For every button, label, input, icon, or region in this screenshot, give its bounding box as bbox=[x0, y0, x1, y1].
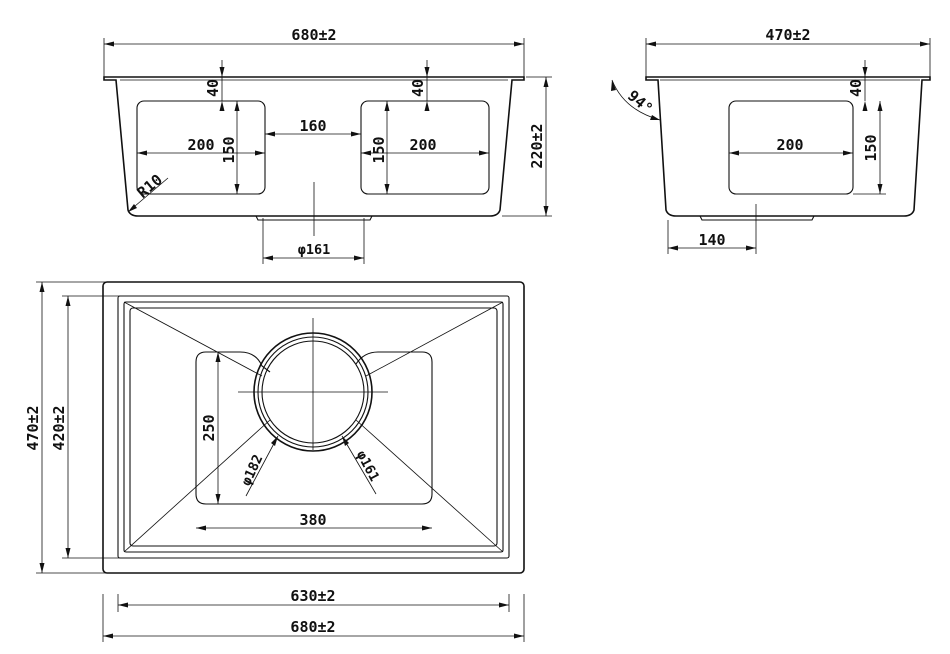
label-end-depth: 40 bbox=[847, 79, 865, 97]
label-height-left: 150 bbox=[220, 136, 238, 163]
side-left-panel bbox=[136, 100, 266, 195]
top-recess bbox=[195, 351, 433, 505]
top-outer-rim bbox=[102, 281, 525, 574]
end-view: 470±2 94° 40 150 200 140 bbox=[611, 26, 931, 254]
label-drain-outer: φ182 bbox=[238, 452, 266, 488]
label-angle: 94° bbox=[624, 87, 656, 118]
label-outer-height: 470±2 bbox=[24, 405, 42, 450]
label-spacing: 160 bbox=[299, 117, 326, 135]
label-drain-inner: φ161 bbox=[353, 448, 382, 484]
label-overall-width: 680±2 bbox=[291, 26, 336, 44]
label-end-height: 150 bbox=[862, 134, 880, 161]
label-height-right: 150 bbox=[370, 136, 388, 163]
label-recess-width: 380 bbox=[299, 511, 326, 529]
label-inner-height: 420±2 bbox=[50, 405, 68, 450]
label-height-total: 220±2 bbox=[528, 123, 546, 168]
label-end-width: 470±2 bbox=[765, 26, 810, 44]
label-end-width-panel: 200 bbox=[776, 136, 803, 154]
top-bowl-floor bbox=[129, 307, 498, 547]
label-drain-offset: 140 bbox=[698, 231, 725, 249]
label-recess-height: 250 bbox=[200, 414, 218, 441]
label-radius: R10 bbox=[134, 171, 166, 202]
sink-end-outline bbox=[645, 76, 931, 217]
label-width-left: 200 bbox=[187, 136, 214, 154]
label-inner-width: 630±2 bbox=[290, 587, 335, 605]
label-outer-width: 680±2 bbox=[290, 618, 335, 636]
label-drain-side: φ161 bbox=[298, 242, 331, 258]
top-bowl-outer bbox=[117, 295, 510, 559]
top-view: 250 380 φ182 φ161 470±2 420±2 bbox=[24, 281, 525, 642]
side-right-panel bbox=[360, 100, 490, 195]
end-panel bbox=[728, 100, 854, 195]
label-depth-left: 40 bbox=[204, 79, 222, 97]
label-depth-right: 40 bbox=[409, 79, 427, 97]
sink-side-outline bbox=[103, 76, 525, 217]
label-width-right: 200 bbox=[409, 136, 436, 154]
side-view: 680±2 40 40 150 150 200 bbox=[103, 26, 552, 264]
